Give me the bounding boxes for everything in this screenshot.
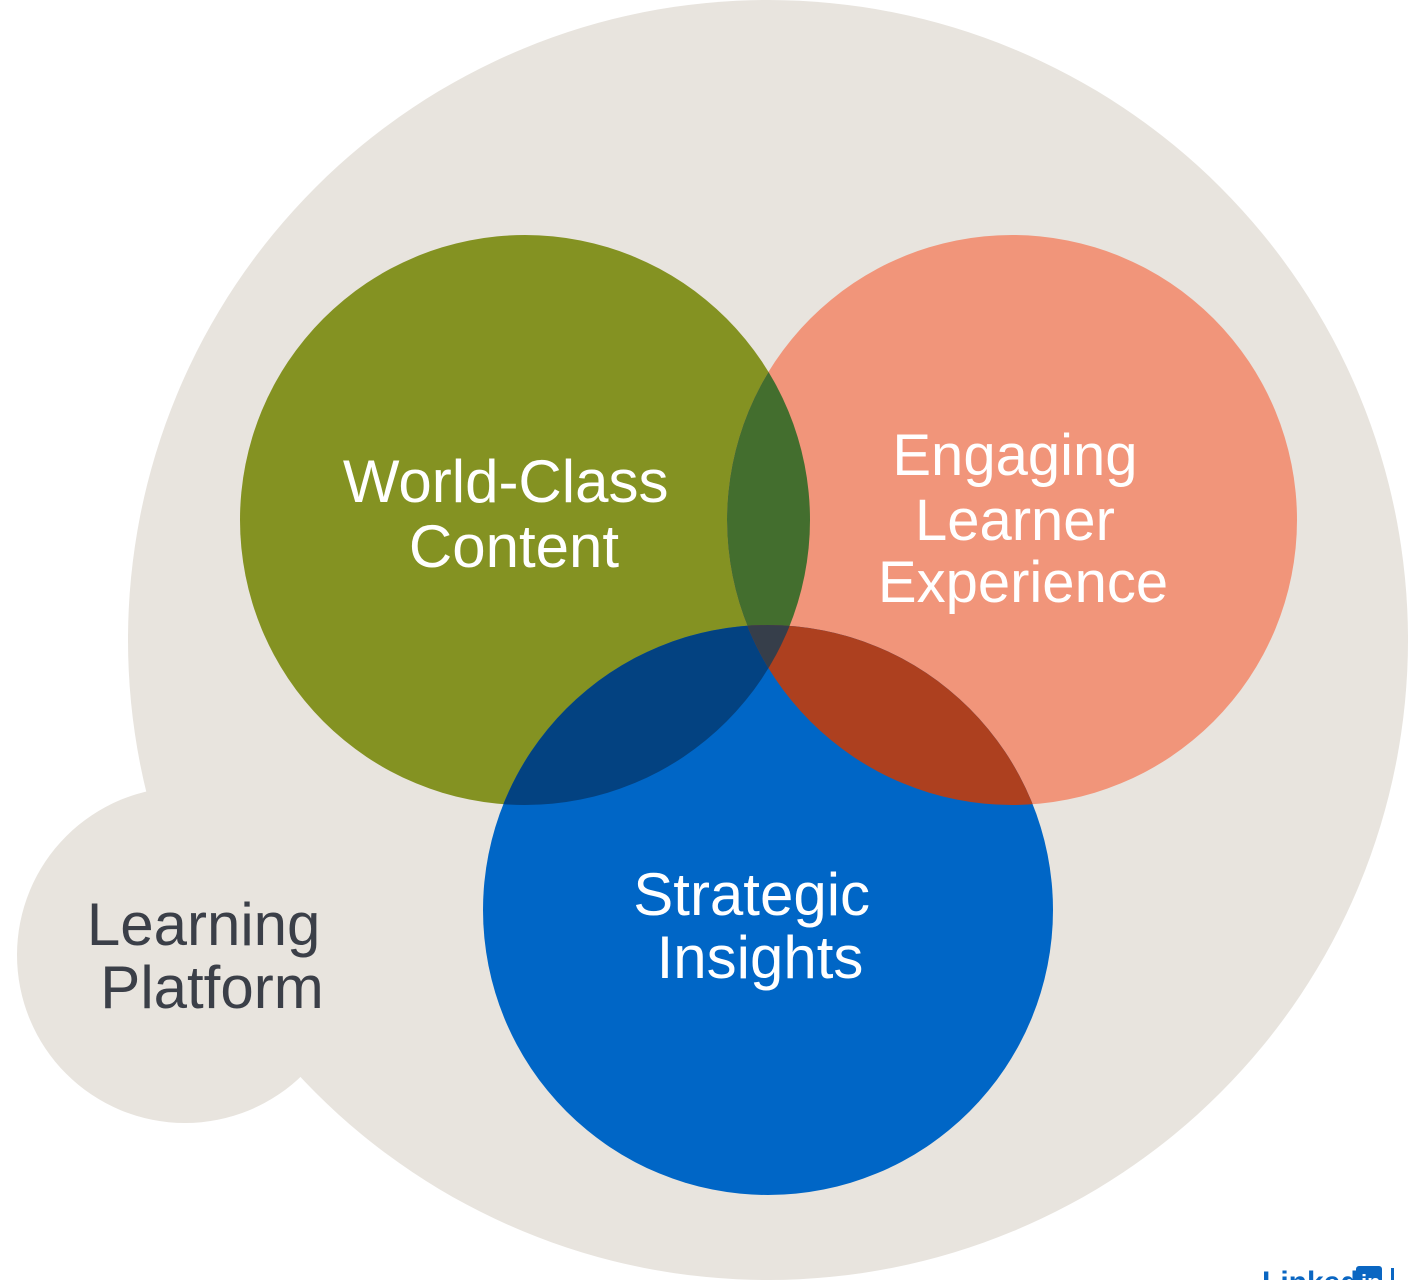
overlap-content-insights (483, 625, 810, 805)
linkedin-logo-text: Linked (1262, 1266, 1359, 1280)
world-class-content-label: World-Class Content (343, 448, 685, 580)
logo-divider (1391, 1268, 1394, 1280)
strategic-insights-label: Strategic Insights (633, 861, 886, 991)
learning-platform-label: Learning Platform (87, 891, 337, 1021)
overlap-experience-insights (727, 625, 1053, 805)
linkedin-logo-badge-text: in (1361, 1270, 1381, 1280)
engaging-learner-experience-label: Engaging Learner Experience (878, 423, 1168, 615)
linkedin-logo: Linked in (1262, 1266, 1394, 1280)
linkedin-logo-badge (1356, 1266, 1382, 1280)
